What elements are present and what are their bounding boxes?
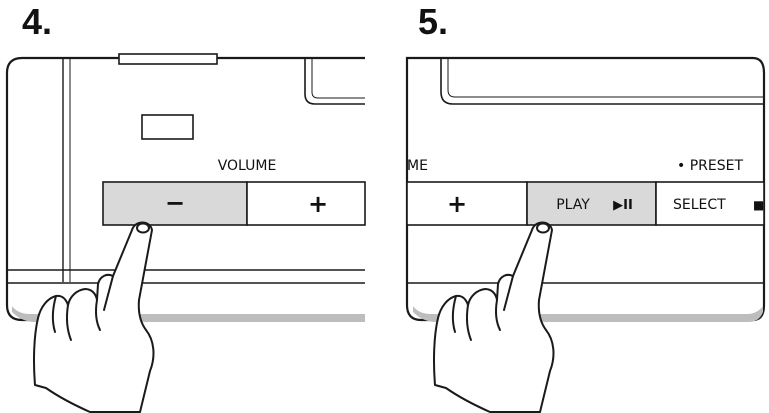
play-pause-button[interactable] (526, 181, 657, 226)
volume-plus-glyph: + (308, 190, 328, 218)
volume-minus-glyph: − (165, 189, 185, 217)
select-button-text: SELECT (673, 197, 726, 213)
preset-select-button[interactable] (655, 181, 765, 226)
display-window-inner (447, 58, 764, 98)
pointing-hand (33, 221, 155, 413)
indicator-window (141, 114, 194, 140)
step-4-panel: 4. VOLUME − + (0, 0, 370, 413)
stop-icon: ■ (753, 198, 764, 212)
volume-plus-glyph: + (447, 190, 467, 218)
volume-plus-button[interactable] (406, 181, 528, 226)
play-button-text: PLAY (556, 197, 590, 213)
volume-minus-button[interactable] (102, 181, 248, 226)
display-window-outline (440, 58, 764, 105)
step-5-panel: 5. ME • PRESET + PLAY ▶II SELECT ■ (399, 0, 769, 413)
step-5-number: 5. (418, 1, 449, 42)
step-5-illustration: ME • PRESET + PLAY ▶II SELECT ■ (405, 56, 766, 413)
display-window-inner (311, 58, 365, 99)
volume-label: VOLUME (218, 158, 277, 174)
pointing-hand (433, 221, 555, 413)
display-window-outline (304, 58, 365, 105)
volume-plus-button[interactable] (246, 181, 366, 226)
step-4-illustration: VOLUME − + (5, 53, 366, 413)
step-4-number: 4. (22, 1, 53, 42)
play-pause-icon: ▶II (613, 198, 633, 213)
top-slot (118, 53, 218, 65)
volume-label-partial: ME (407, 158, 428, 174)
preset-label: • PRESET (677, 158, 743, 174)
